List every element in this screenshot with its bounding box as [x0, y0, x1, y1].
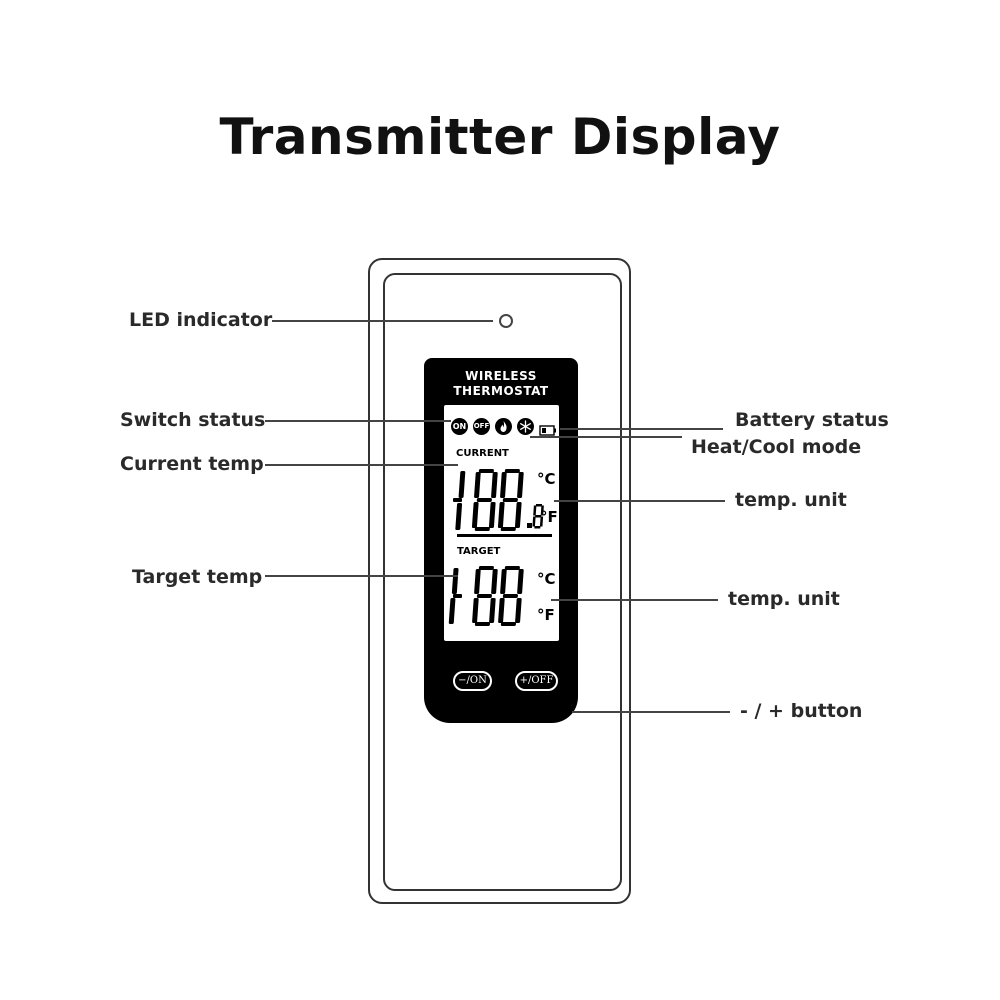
panel-title-line1: WIRELESS — [465, 369, 537, 383]
temp-unit-label-2: temp. unit — [728, 588, 840, 610]
battery-status-leader — [560, 428, 723, 430]
heat-cool-mode-label: Heat/Cool mode — [691, 436, 862, 458]
device-inner-case — [383, 273, 622, 891]
page-title: Transmitter Display — [219, 108, 781, 166]
battery-icon — [539, 423, 557, 441]
button-leader — [572, 711, 730, 713]
target-temp-leader — [265, 575, 458, 577]
switch-status-leader — [265, 420, 451, 422]
target-temp-label: Target temp — [132, 566, 263, 588]
off-status-icon: OFF — [473, 418, 490, 435]
panel-title-line2: THERMOSTAT — [453, 384, 549, 398]
on-status-icon: ON — [451, 418, 468, 435]
target-temp-digits — [448, 566, 524, 626]
plus-off-button[interactable]: +/OFF — [515, 671, 558, 691]
led-icon — [499, 314, 513, 328]
target-label: TARGET — [457, 546, 501, 557]
flame-icon — [495, 418, 512, 435]
snowflake-icon — [517, 418, 534, 435]
device-outer-case — [368, 258, 631, 904]
temp-unit-leader-1 — [554, 500, 725, 502]
current-temp-digits — [453, 469, 552, 537]
current-temp-label: Current temp — [120, 453, 264, 475]
switch-status-label: Switch status — [120, 409, 266, 431]
temp-unit-label-1: temp. unit — [735, 489, 847, 511]
led-indicator-label: LED indicator — [129, 309, 273, 331]
battery-status-label: Battery status — [735, 409, 889, 431]
button-label: - / + button — [740, 700, 863, 722]
heat-cool-mode-leader — [530, 436, 682, 438]
temp-unit-leader-2 — [551, 599, 718, 601]
current-temp-leader — [265, 464, 458, 466]
current-unit-celsius: °C — [537, 470, 556, 488]
current-unit-fahrenheit: °F — [540, 508, 558, 526]
current-label: CURRENT — [456, 448, 509, 459]
led-indicator-leader — [272, 320, 493, 322]
minus-on-button[interactable]: −/ON — [453, 671, 492, 691]
target-unit-fahrenheit: °F — [537, 606, 555, 624]
target-unit-celsius: °C — [537, 570, 556, 588]
